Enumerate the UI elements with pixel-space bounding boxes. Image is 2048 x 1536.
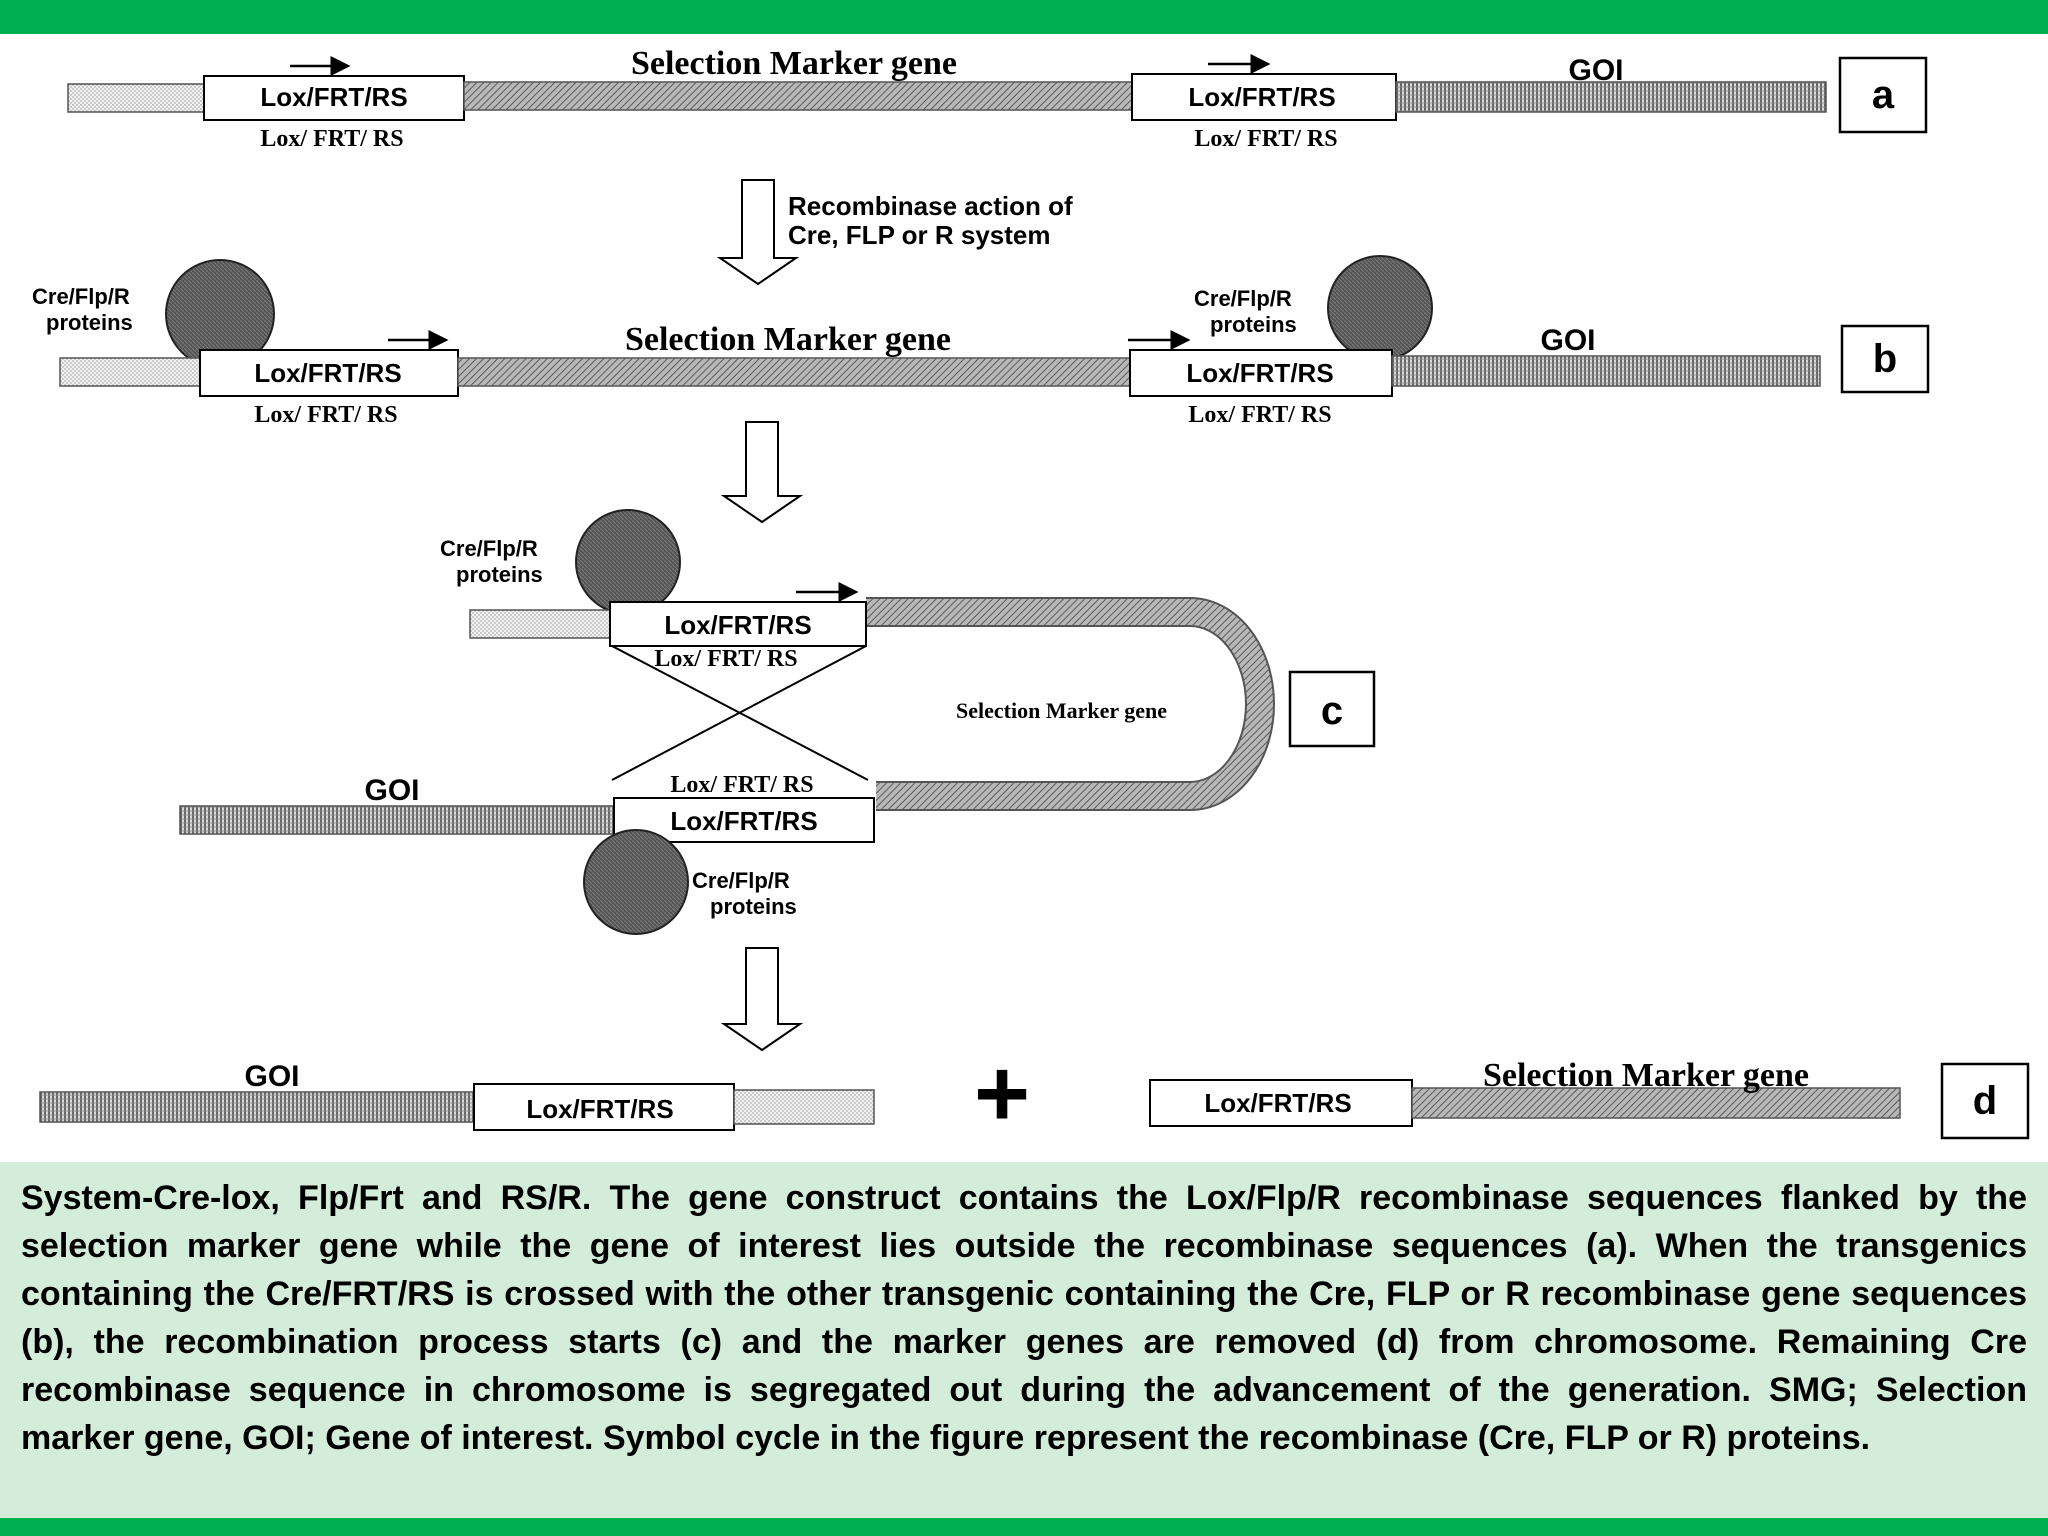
recombination-diagram: Lox/FRT/RS Lox/ FRT/ RS Selection Marker… (32, 45, 2030, 1147)
site-box-label: Lox/FRT/RS (1188, 82, 1335, 112)
flank-right-d (733, 1089, 875, 1125)
goi-label: GOI (244, 1060, 299, 1093)
goi-bar-c (179, 805, 615, 835)
selection-marker-label-c: Selection Marker gene (956, 698, 1167, 723)
selection-marker-bar-d (1411, 1087, 1901, 1119)
selection-marker-loop-fill (866, 599, 1274, 809)
goi-label: GOI (364, 774, 419, 807)
site-box-b2 (1129, 349, 1393, 397)
goi-bar-d (39, 1091, 475, 1123)
bottom-accent-band (0, 1518, 2048, 1536)
caption-panel: System-Cre-lox, Flp/Frt and RS/R. The ge… (0, 1162, 2048, 1518)
plus-sign: + (974, 1040, 1030, 1147)
site-under-label: Lox/ FRT/ RS (670, 772, 813, 798)
recombinase-protein-icon (575, 509, 681, 615)
process-arrow-1 (716, 179, 800, 286)
site-box-label: Lox/FRT/RS (1186, 358, 1333, 388)
protein-label-line2: proteins (710, 894, 797, 919)
recombinase-protein-icon (1327, 255, 1433, 361)
recombinase-action-line2: Cre, FLP or R system (788, 220, 1051, 250)
site-under-label: Lox/ FRT/ RS (654, 646, 797, 672)
goi-label: GOI (1568, 54, 1623, 87)
panel-letter-c: c (1321, 689, 1343, 733)
top-accent-band (0, 0, 2048, 34)
site-box-label: Lox/FRT/RS (664, 610, 811, 640)
site-box-label: Lox/FRT/RS (526, 1094, 673, 1124)
protein-label-line1: Cre/Flp/R (1194, 286, 1292, 311)
site-under-label: Lox/ FRT/ RS (260, 126, 403, 152)
panel-letter-box (1940, 1062, 2030, 1140)
panel-b: Cre/Flp/R proteins Lox/FRT/RS Lox/ FRT/ … (32, 255, 1930, 428)
goi-bar-a (1395, 81, 1827, 113)
site-box-b1 (199, 349, 459, 397)
site-box-d1 (473, 1083, 735, 1131)
protein-label-line1: Cre/Flp/R (440, 536, 538, 561)
flank-left-c (469, 609, 611, 639)
protein-label-line2: proteins (46, 310, 133, 335)
panel-c: Selection Marker gene Cre/Flp/R proteins… (179, 509, 1376, 935)
panel-letter-box (1288, 670, 1376, 748)
flank-left-b (59, 357, 201, 387)
panel-letter-b: b (1873, 337, 1897, 381)
panel-letter-box (1840, 324, 1930, 394)
selection-marker-bar-b (457, 357, 1131, 387)
recombinase-action-line1: Recombinase action of (788, 191, 1073, 221)
site-box-c1 (609, 601, 867, 647)
process-arrow-3 (720, 947, 804, 1052)
recombinase-protein-icon (583, 829, 689, 935)
selection-marker-label: Selection Marker gene (1483, 1057, 1809, 1094)
protein-label-line2: proteins (1210, 312, 1297, 337)
site-box-label: Lox/FRT/RS (670, 806, 817, 836)
goi-label: GOI (1540, 324, 1595, 357)
site-under-label: Lox/ FRT/ RS (254, 402, 397, 428)
panel-letter-d: d (1973, 1079, 1997, 1123)
protein-label-line1: Cre/Flp/R (32, 284, 130, 309)
crossover-line (611, 645, 867, 781)
panel-d: GOI Lox/FRT/RS + Lox/FRT/RS Selection Ma… (39, 1040, 2030, 1147)
protein-label-line1: Cre/Flp/R (692, 868, 790, 893)
panel-a: Lox/FRT/RS Lox/ FRT/ RS Selection Marker… (67, 45, 1928, 152)
site-box-label: Lox/FRT/RS (254, 358, 401, 388)
process-arrow-2 (720, 421, 804, 524)
selection-marker-label: Selection Marker gene (631, 45, 957, 82)
panel-letter-box (1838, 56, 1928, 134)
flank-left-a (67, 83, 205, 113)
site-under-label: Lox/ FRT/ RS (1188, 402, 1331, 428)
selection-marker-bar-a (463, 81, 1133, 111)
selection-marker-label: Selection Marker gene (625, 321, 951, 358)
figure-caption: System-Cre-lox, Flp/Frt and RS/R. The ge… (21, 1179, 2027, 1457)
site-box-a1 (203, 75, 465, 121)
site-box-label: Lox/FRT/RS (1204, 1088, 1351, 1118)
site-box-a2 (1131, 73, 1397, 121)
site-under-label: Lox/ FRT/ RS (1194, 126, 1337, 152)
site-box-label: Lox/FRT/RS (260, 82, 407, 112)
goi-bar-b (1391, 355, 1821, 387)
protein-label-line2: proteins (456, 562, 543, 587)
panel-letter-a: a (1872, 73, 1895, 117)
